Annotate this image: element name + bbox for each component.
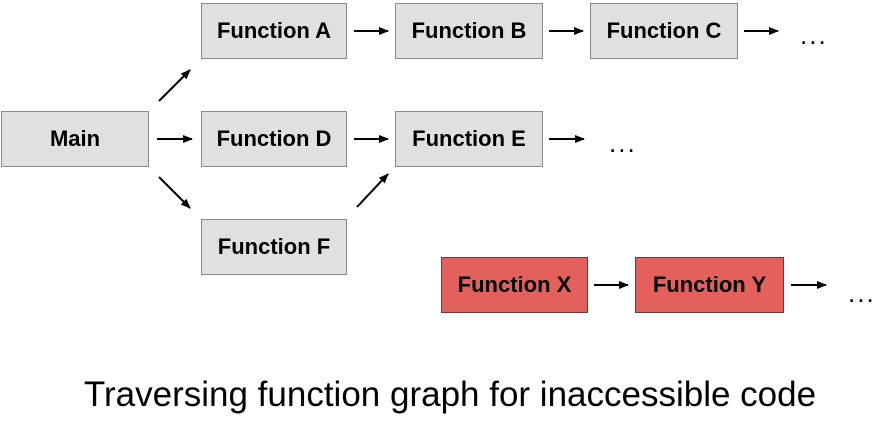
node-function-c: Function C	[590, 3, 738, 59]
edge-main-to-f	[158, 176, 191, 209]
node-function-f: Function F	[201, 219, 347, 275]
node-function-a: Function A	[201, 3, 347, 59]
edge-f-to-e	[356, 173, 389, 208]
edge-main-to-a	[158, 69, 191, 102]
node-main: Main	[1, 111, 149, 167]
ellipsis-after-y: ...	[848, 278, 876, 308]
ellipsis-after-e: ...	[609, 128, 637, 158]
ellipsis-after-c: ...	[800, 20, 828, 50]
diagram-caption: Traversing function graph for inaccessib…	[83, 375, 817, 414]
node-function-d: Function D	[201, 111, 347, 167]
node-function-y: Function Y	[635, 257, 784, 313]
node-function-e: Function E	[395, 111, 543, 167]
node-function-x: Function X	[441, 257, 588, 313]
node-function-b: Function B	[395, 3, 543, 59]
